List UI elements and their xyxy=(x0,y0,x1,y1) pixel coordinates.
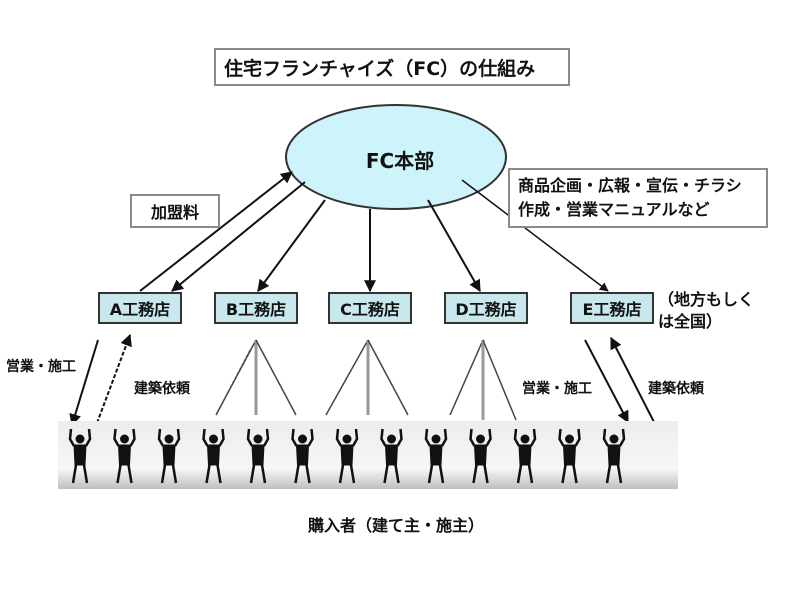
buyer-figure xyxy=(291,428,314,484)
buyer-figure xyxy=(380,428,403,484)
hq-ellipse xyxy=(285,104,507,210)
arrow-e-to-buyer xyxy=(584,339,629,424)
arrow-hq-to-e xyxy=(461,179,609,292)
buyer-figure xyxy=(602,428,626,484)
store-e: E工務店 xyxy=(570,292,654,324)
sales-construction-label-left: 営業・施工 xyxy=(6,359,76,375)
buyer-figure xyxy=(469,428,492,484)
buyer-figure xyxy=(424,428,448,484)
arrow-hq-to-b xyxy=(257,199,326,292)
buyer-figure xyxy=(68,428,92,484)
buyer-figure xyxy=(246,428,270,484)
build-request-label-right: 建築依頼 xyxy=(648,381,704,397)
services-note: 商品企画・広報・宣伝・チラシ 作成・営業マニュアルなど xyxy=(508,168,768,228)
fan-b xyxy=(215,339,297,416)
buyer-figures xyxy=(68,428,626,484)
arrow-fee-a-to-hq xyxy=(139,171,293,292)
region-note: （地方もしく は全国） xyxy=(658,289,758,333)
buyer-figure xyxy=(157,428,181,484)
buyers-strip xyxy=(58,421,678,489)
franchise-fee-note: 加盟料 xyxy=(130,194,220,228)
store-a: A工務店 xyxy=(98,292,182,324)
arrow-buyer-to-a xyxy=(96,333,132,424)
hq-label: FC本部 xyxy=(365,149,435,173)
store-d: D工務店 xyxy=(444,292,528,324)
build-request-label-left: 建築依頼 xyxy=(134,381,190,397)
buyers-label: 購入者（建て主・施主） xyxy=(308,516,485,535)
buyer-figure xyxy=(513,428,537,484)
buyer-figure xyxy=(202,428,225,484)
services-line-1: 商品企画・広報・宣伝・チラシ xyxy=(518,176,742,195)
sales-construction-label-right: 営業・施工 xyxy=(522,381,592,397)
arrow-hq-to-d xyxy=(427,199,481,293)
fan-d xyxy=(449,339,517,421)
store-c: C工務店 xyxy=(328,292,412,324)
region-line-1: （地方もしく xyxy=(658,290,755,309)
arrow-buyer-to-e xyxy=(610,336,655,423)
buyer-figure xyxy=(113,428,136,484)
store-b: B工務店 xyxy=(214,292,298,324)
arrow-a-to-buyer xyxy=(69,339,99,427)
buyer-figure xyxy=(558,428,581,484)
buyer-figure xyxy=(335,428,359,484)
fan-c xyxy=(325,339,409,416)
arrow-hq-to-a xyxy=(171,181,306,292)
services-line-2: 作成・営業マニュアルなど xyxy=(518,200,710,219)
diagram-title: 住宅フランチャイズ（FC）の仕組み xyxy=(214,48,570,86)
region-line-2: は全国） xyxy=(658,312,723,331)
